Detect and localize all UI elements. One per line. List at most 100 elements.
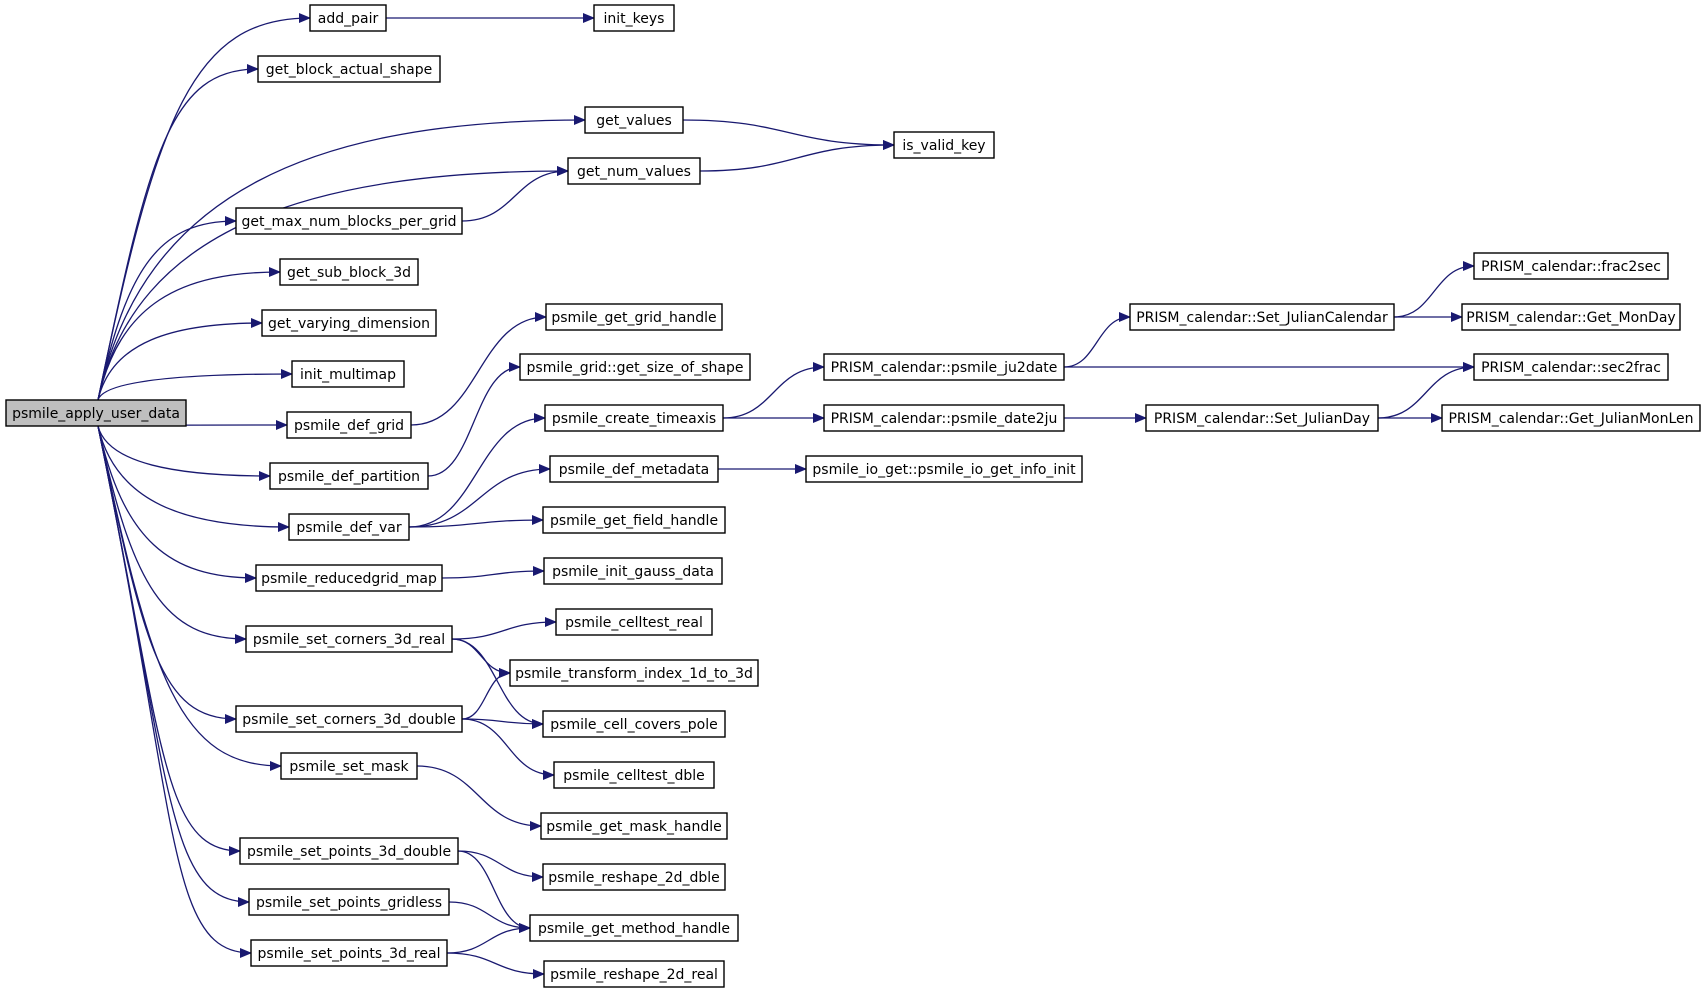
edge-root-to-get_varying_dimension bbox=[97, 318, 263, 401]
node-label: psmile_get_grid_handle bbox=[551, 310, 716, 326]
node-psmile-set-points-3d-real[interactable]: psmile_set_points_3d_real bbox=[250, 939, 448, 967]
node-add-pair[interactable]: add_pair bbox=[309, 4, 387, 32]
node-get-values[interactable]: get_values bbox=[584, 106, 684, 134]
node-label: get_max_num_blocks_per_grid bbox=[242, 214, 457, 230]
node-set-juliancalendar[interactable]: PRISM_calendar::Set_JulianCalendar bbox=[1129, 303, 1395, 331]
node-label: psmile_set_points_gridless bbox=[256, 895, 442, 911]
edge-psmile_def_var-to-psmile_create_timeaxis bbox=[408, 413, 546, 528]
node-psmile-init-gauss-data[interactable]: psmile_init_gauss_data bbox=[543, 557, 723, 585]
edge-root-to-psmile_reducedgrid_map bbox=[97, 425, 257, 583]
node-psmile-def-metadata[interactable]: psmile_def_metadata bbox=[549, 455, 719, 483]
node-psmile-transform-index[interactable]: psmile_transform_index_1d_to_3d bbox=[509, 659, 759, 687]
node-is-valid-key[interactable]: is_valid_key bbox=[893, 131, 995, 159]
node-psmile-get-field-handle[interactable]: psmile_get_field_handle bbox=[542, 506, 726, 534]
node-label: psmile_get_mask_handle bbox=[546, 819, 722, 835]
edge-psmile_set_corners_3d_real-to-psmile_cell_covers_pole bbox=[451, 638, 544, 729]
edge-get_values-to-is_valid_key bbox=[682, 119, 895, 150]
node-label: psmile_grid::get_size_of_shape bbox=[527, 360, 744, 376]
node-psmile-date2ju[interactable]: PRISM_calendar::psmile_date2ju bbox=[823, 404, 1065, 432]
node-psmile-celltest-real[interactable]: psmile_celltest_real bbox=[555, 608, 713, 636]
node-box bbox=[1441, 404, 1701, 432]
node-box bbox=[543, 960, 725, 988]
node-psmile-def-var[interactable]: psmile_def_var bbox=[288, 513, 410, 541]
node-psmile-ju2date[interactable]: PRISM_calendar::psmile_ju2date bbox=[823, 353, 1065, 381]
node-label: psmile_reducedgrid_map bbox=[261, 571, 437, 587]
edge-root-to-init_multimap bbox=[97, 369, 293, 401]
node-get-varying-dimension[interactable]: get_varying_dimension bbox=[261, 309, 437, 337]
node-label: get_values bbox=[596, 113, 672, 129]
node-psmile-set-corners-3d-double[interactable]: psmile_set_corners_3d_double bbox=[235, 705, 463, 733]
node-get-max-num-blocks-per-grid[interactable]: get_max_num_blocks_per_grid bbox=[235, 207, 463, 235]
node-sec2frac[interactable]: PRISM_calendar::sec2frac bbox=[1473, 353, 1669, 381]
edge-root-to-get_sub_block_3d bbox=[97, 267, 281, 401]
node-box bbox=[288, 513, 410, 541]
edge-psmile_def_partition-to-get_size_of_shape bbox=[427, 362, 521, 477]
edge-psmile_def_grid-to-psmile_get_grid_handle bbox=[410, 312, 547, 426]
node-box bbox=[261, 309, 437, 337]
node-box bbox=[555, 608, 713, 636]
node-box bbox=[542, 710, 726, 738]
edge-psmile_set_corners_3d_real-to-psmile_transform_index bbox=[451, 638, 511, 678]
node-box bbox=[1461, 303, 1681, 331]
node-psmile-get-grid-handle[interactable]: psmile_get_grid_handle bbox=[545, 303, 723, 331]
node-get-num-values[interactable]: get_num_values bbox=[567, 157, 701, 185]
node-label: psmile_get_field_handle bbox=[550, 513, 718, 529]
node-root[interactable]: psmile_apply_user_data bbox=[5, 399, 187, 427]
node-label: psmile_create_timeaxis bbox=[552, 411, 716, 427]
node-psmile-reducedgrid-map[interactable]: psmile_reducedgrid_map bbox=[255, 564, 443, 592]
node-frac2sec[interactable]: PRISM_calendar::frac2sec bbox=[1473, 252, 1669, 280]
edge-psmile_create_timeaxis-to-psmile_ju2date bbox=[722, 362, 825, 419]
node-psmile-io-get-info-init[interactable]: psmile_io_get::psmile_io_get_info_init bbox=[805, 455, 1083, 483]
edge-layer bbox=[97, 13, 1475, 979]
node-box bbox=[805, 455, 1083, 483]
node-init-multimap[interactable]: init_multimap bbox=[291, 360, 405, 388]
node-psmile-celltest-dble[interactable]: psmile_celltest_dble bbox=[553, 761, 715, 789]
node-psmile-get-mask-handle[interactable]: psmile_get_mask_handle bbox=[540, 812, 728, 840]
node-label: psmile_set_mask bbox=[289, 759, 409, 775]
node-box bbox=[5, 399, 187, 427]
edge-psmile_set_corners_3d_real-to-psmile_celltest_real bbox=[451, 617, 557, 640]
node-psmile-set-points-gridless[interactable]: psmile_set_points_gridless bbox=[248, 888, 450, 916]
node-box bbox=[250, 939, 448, 967]
edge-psmile_ju2date-to-set_juliancalendar bbox=[1063, 312, 1131, 368]
node-box bbox=[553, 761, 715, 789]
node-label: init_keys bbox=[604, 11, 665, 27]
node-psmile-set-mask[interactable]: psmile_set_mask bbox=[280, 752, 418, 780]
node-label: get_num_values bbox=[577, 164, 691, 180]
node-box bbox=[1473, 252, 1669, 280]
node-box bbox=[544, 404, 724, 432]
node-psmile-get-method-handle[interactable]: psmile_get_method_handle bbox=[529, 914, 739, 942]
node-box bbox=[549, 455, 719, 483]
node-get-size-of-shape[interactable]: psmile_grid::get_size_of_shape bbox=[519, 353, 751, 381]
edge-root-to-get_block_actual_shape bbox=[97, 64, 259, 401]
node-get-monday[interactable]: PRISM_calendar::Get_MonDay bbox=[1461, 303, 1681, 331]
node-box bbox=[235, 207, 463, 235]
node-label: PRISM_calendar::sec2frac bbox=[1481, 360, 1661, 376]
node-box bbox=[255, 564, 443, 592]
node-psmile-def-partition[interactable]: psmile_def_partition bbox=[269, 462, 429, 490]
node-get-julianmonlen[interactable]: PRISM_calendar::Get_JulianMonLen bbox=[1441, 404, 1701, 432]
node-label: PRISM_calendar::Set_JulianCalendar bbox=[1136, 310, 1388, 326]
node-psmile-reshape-2d-real[interactable]: psmile_reshape_2d_real bbox=[543, 960, 725, 988]
edge-psmile_set_points_3d_double-to-psmile_get_method_handle bbox=[457, 850, 531, 933]
edge-psmile_set_corners_3d_double-to-psmile_transform_index bbox=[461, 668, 511, 720]
node-psmile-reshape-2d-dble[interactable]: psmile_reshape_2d_dble bbox=[542, 863, 726, 891]
node-psmile-cell-covers-pole[interactable]: psmile_cell_covers_pole bbox=[542, 710, 726, 738]
node-box bbox=[269, 462, 429, 490]
node-get-sub-block-3d[interactable]: get_sub_block_3d bbox=[279, 258, 419, 286]
node-psmile-set-points-3d-double[interactable]: psmile_set_points_3d_double bbox=[239, 837, 459, 865]
node-label: psmile_def_var bbox=[296, 520, 402, 536]
edge-psmile_reducedgrid_map-to-psmile_init_gauss_data bbox=[441, 566, 545, 579]
node-psmile-set-corners-3d-real[interactable]: psmile_set_corners_3d_real bbox=[245, 625, 453, 653]
node-get-block-actual-shape[interactable]: get_block_actual_shape bbox=[257, 55, 441, 83]
edge-psmile_set_points_3d_real-to-psmile_reshape_2d_real bbox=[446, 952, 545, 979]
node-label: psmile_def_partition bbox=[278, 469, 420, 485]
node-set-julianday[interactable]: PRISM_calendar::Set_JulianDay bbox=[1145, 404, 1379, 432]
node-init-keys[interactable]: init_keys bbox=[593, 4, 675, 32]
node-box bbox=[543, 557, 723, 585]
node-psmile-create-timeaxis[interactable]: psmile_create_timeaxis bbox=[544, 404, 724, 432]
node-psmile-def-grid[interactable]: psmile_def_grid bbox=[286, 411, 412, 439]
node-box bbox=[545, 303, 723, 331]
edge-root-to-get_values bbox=[97, 115, 586, 401]
edge-get_max_num_blocks_per_grid-to-get_num_values bbox=[461, 166, 569, 222]
